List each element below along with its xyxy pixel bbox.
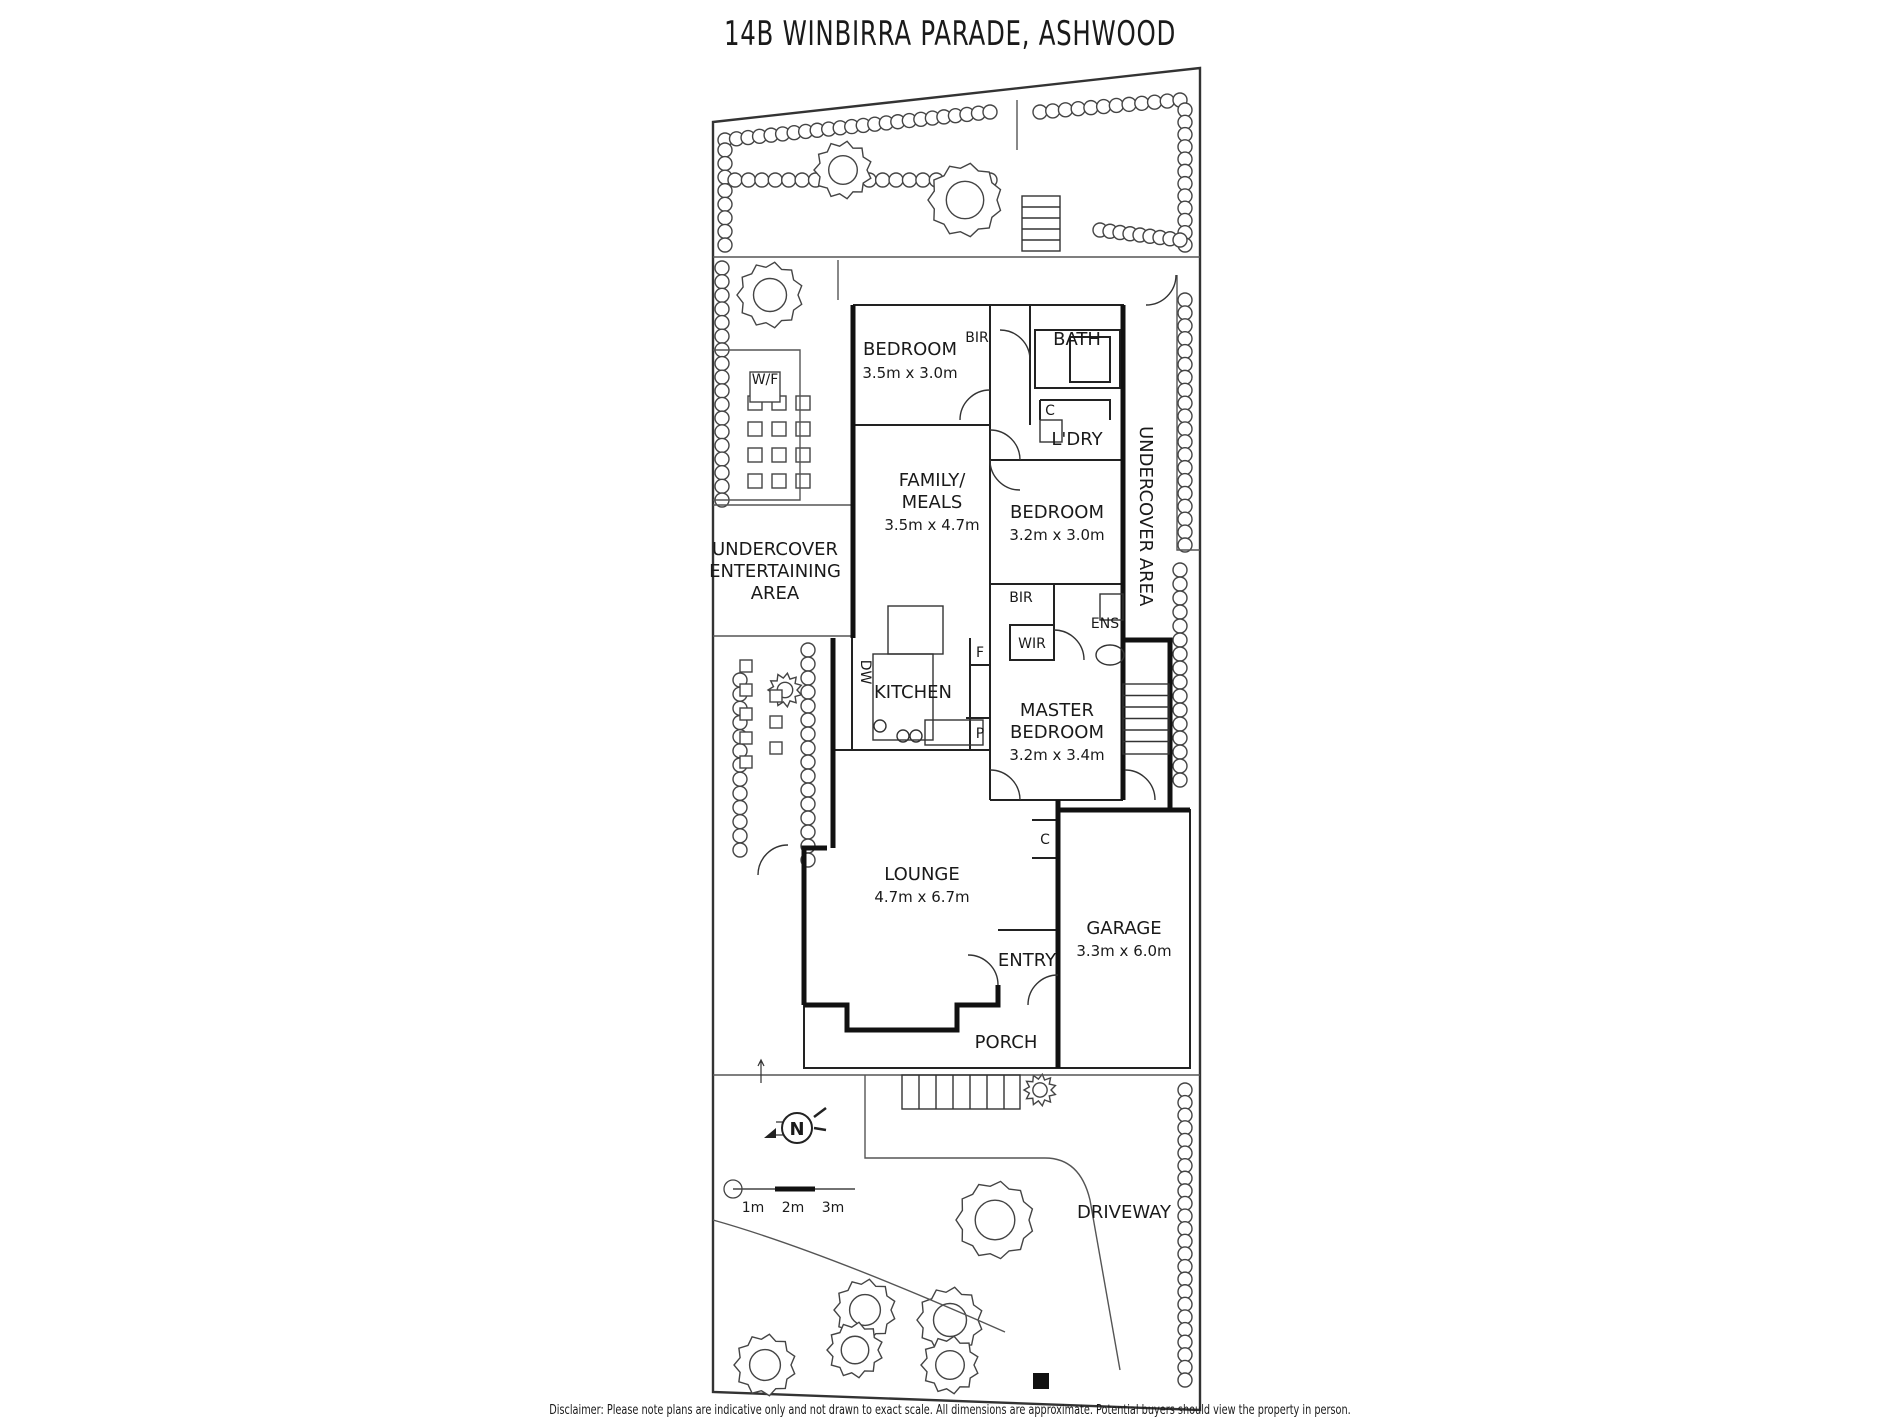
driveway-label: DRIVEWAY bbox=[1077, 1202, 1172, 1223]
kitchen-fittings bbox=[872, 419, 1125, 746]
north-compass-icon: N bbox=[757, 1058, 827, 1144]
scale-label-1m: 1m bbox=[742, 1200, 765, 1216]
landscaping bbox=[714, 92, 1193, 1397]
meter-box bbox=[1033, 1373, 1049, 1389]
family-label-1: FAMILY/ bbox=[899, 470, 966, 491]
bedroom-2-label: BEDROOM bbox=[863, 339, 957, 360]
laundry-label: L'DRY bbox=[1051, 429, 1103, 450]
scale-bar: 1m 2m 3m bbox=[723, 1179, 855, 1216]
master-label-2: BEDROOM bbox=[1010, 722, 1104, 743]
plan-title: 14B WINBIRRA PARADE, ASHWOOD bbox=[723, 14, 1177, 54]
family-label-2: MEALS bbox=[902, 492, 963, 513]
ensuite-label: ENS bbox=[1091, 616, 1119, 632]
entry-label: ENTRY bbox=[998, 950, 1057, 971]
bath-label: BATH bbox=[1053, 329, 1101, 350]
room-labels: BEDROOM 3.5m x 3.0m BIR BATH C L'DRY UND… bbox=[709, 329, 1172, 1223]
undercover-area-label: UNDERCOVER AREA bbox=[1135, 426, 1156, 607]
lounge-label: LOUNGE bbox=[884, 864, 960, 885]
kitchen-label: KITCHEN bbox=[874, 682, 952, 703]
site-boundary bbox=[711, 66, 1202, 1412]
compass-label: N bbox=[789, 1119, 804, 1140]
master-size: 3.2m x 3.4m bbox=[1009, 746, 1104, 764]
bedroom-2-size: 3.5m x 3.0m bbox=[862, 364, 957, 382]
pantry-label: P bbox=[976, 726, 984, 742]
fridge-label: F bbox=[976, 645, 984, 661]
door-swings bbox=[757, 274, 1177, 1006]
linen-label: C bbox=[1045, 403, 1055, 419]
wood-fire-label: W/F bbox=[752, 372, 779, 388]
disclaimer-text: Disclaimer: Please note plans are indica… bbox=[549, 1402, 1351, 1418]
wir-label: WIR bbox=[1018, 636, 1046, 652]
master-label-1: MASTER bbox=[1020, 700, 1094, 721]
coat-label: C bbox=[1040, 832, 1050, 848]
lounge-size: 4.7m x 6.7m bbox=[874, 888, 969, 906]
scale-label-3m: 3m bbox=[822, 1200, 845, 1216]
scale-label-2m: 2m bbox=[782, 1200, 805, 1216]
steps bbox=[901, 195, 1170, 1110]
entertaining-label-2: ENTERTAINING bbox=[709, 561, 841, 582]
garage-label: GARAGE bbox=[1086, 918, 1161, 939]
garage-size: 3.3m x 6.0m bbox=[1076, 942, 1171, 960]
family-size: 3.5m x 4.7m bbox=[884, 516, 979, 534]
bedroom-3-size: 3.2m x 3.0m bbox=[1009, 526, 1104, 544]
bir-2-label: BIR bbox=[1009, 590, 1033, 606]
bir-1-label: BIR bbox=[965, 330, 989, 346]
dishwasher-label: DW bbox=[857, 660, 873, 685]
bedroom-3-label: BEDROOM bbox=[1010, 502, 1104, 523]
entertaining-label-3: AREA bbox=[751, 583, 800, 604]
porch-label: PORCH bbox=[975, 1032, 1038, 1053]
entertaining-label-1: UNDERCOVER bbox=[712, 539, 838, 560]
